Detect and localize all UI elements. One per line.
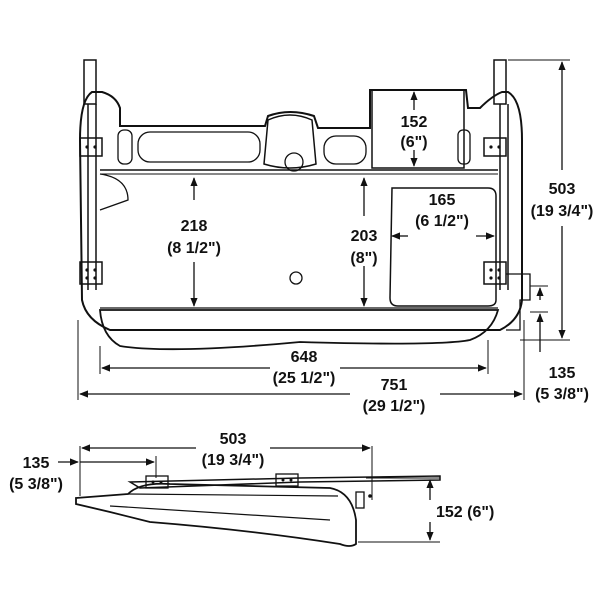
- top-view: 152 (6") 165 (6 1/2") 218 (8 1/2") 203 (…: [77, 59, 594, 415]
- side-dim-135-in: (5 3/8"): [9, 476, 63, 493]
- dim-751-in: (29 1/2"): [363, 398, 426, 415]
- side-track: [127, 475, 441, 489]
- right-track: [493, 59, 507, 105]
- right-upper-bracket: [483, 137, 507, 157]
- wrist-rest: [99, 309, 500, 351]
- dim-152-mm: 152: [401, 114, 428, 131]
- dim-203-in: (8"): [350, 250, 377, 267]
- mouse-pad: [389, 187, 497, 307]
- left-upper-bracket: [79, 137, 103, 157]
- dim-165-mm: 165: [429, 192, 456, 209]
- tray-body-outline: [78, 89, 523, 331]
- left-lower-bracket: [79, 261, 103, 285]
- side-dim-503-in: (19 3/4"): [202, 452, 265, 469]
- dim-203-mm: 203: [351, 228, 378, 245]
- side-dim-135-mm: 135: [23, 455, 50, 472]
- dim-152-in: (6"): [400, 134, 427, 151]
- side-view: 503 (19 3/4") 135 (5 3/8") 152 (6"): [9, 431, 494, 547]
- dim-503-in: (19 3/4"): [531, 203, 594, 220]
- dim-135-top-mm: 135: [549, 365, 576, 382]
- dim-503-mm: 503: [549, 181, 576, 198]
- left-track: [83, 59, 97, 105]
- dim-165-in: (6 1/2"): [415, 213, 469, 230]
- side-dim-152: 152 (6"): [436, 504, 494, 521]
- dim-751-mm: 751: [381, 377, 408, 394]
- right-lower-bracket: [483, 261, 507, 285]
- dim-135-top-in: (5 3/8"): [535, 386, 589, 403]
- dim-218-in: (8 1/2"): [167, 240, 221, 257]
- dim-218-mm: 218: [181, 218, 208, 235]
- upper-tray-box: [371, 89, 465, 169]
- side-tray-body: [75, 482, 357, 547]
- side-dim-503-mm: 503: [220, 431, 247, 448]
- dim-648-in: (25 1/2"): [273, 370, 336, 387]
- dim-648-mm: 648: [291, 349, 318, 366]
